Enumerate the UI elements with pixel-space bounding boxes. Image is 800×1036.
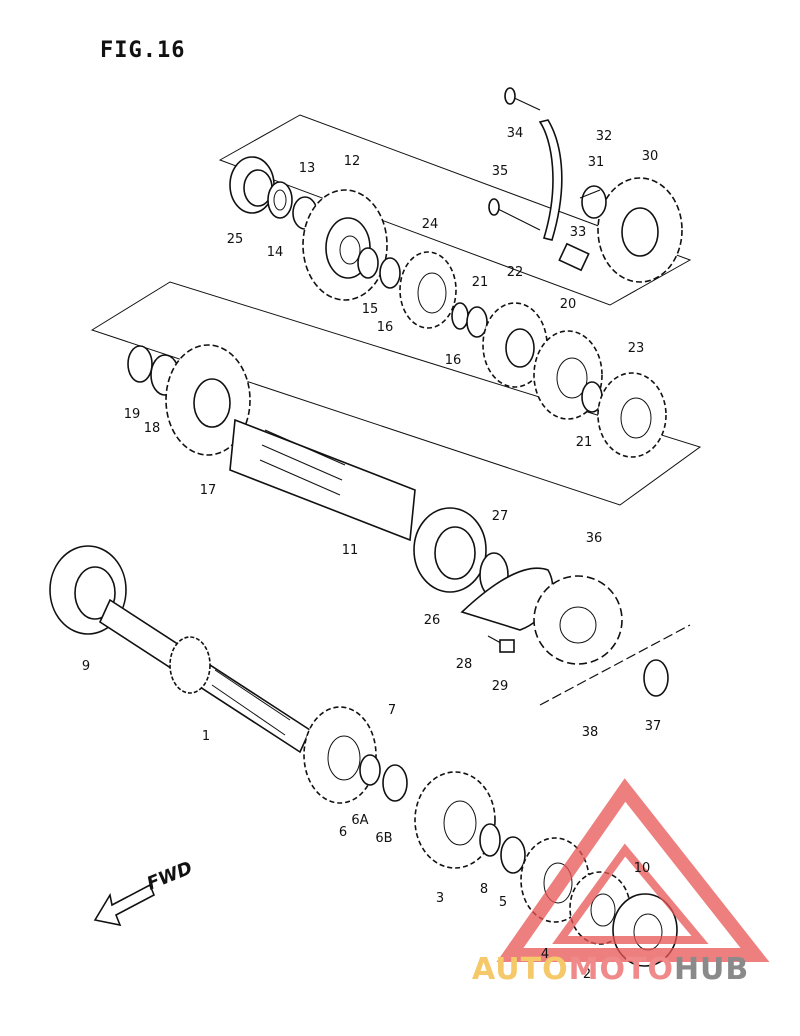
callout-6B: 6B <box>375 831 392 846</box>
callout-23: 23 <box>628 341 645 356</box>
part-7-circlip[interactable] <box>382 764 408 802</box>
part-19-circlip[interactable] <box>127 345 153 383</box>
part-37-circlip[interactable] <box>643 659 669 697</box>
callout-31: 31 <box>588 155 605 170</box>
callout-14: 14 <box>267 245 284 260</box>
part-12-gear[interactable] <box>302 189 388 301</box>
part-16b-circlip[interactable] <box>451 302 469 330</box>
callout-12: 12 <box>344 154 361 169</box>
callout-9: 9 <box>82 659 90 674</box>
fwd-arrow-icon <box>93 883 156 927</box>
callout-36: 36 <box>586 531 603 546</box>
part-33-bushing[interactable] <box>558 242 590 272</box>
callout-33: 33 <box>570 225 587 240</box>
callout-26: 26 <box>424 613 441 628</box>
callout-20: 20 <box>560 297 577 312</box>
fwd-label: FWD <box>144 858 196 895</box>
part-21-washer[interactable] <box>466 306 488 338</box>
watermark-moto: MOTO <box>568 952 674 987</box>
part-8-circlip[interactable] <box>479 823 501 857</box>
callout-29: 29 <box>492 679 509 694</box>
callout-5: 5 <box>499 895 507 910</box>
callout-11: 11 <box>342 543 359 558</box>
callout-15: 15 <box>362 302 379 317</box>
callout-37: 37 <box>645 719 662 734</box>
callout-38: 38 <box>582 725 599 740</box>
part-14-washer[interactable] <box>267 181 293 219</box>
callout-21: 21 <box>472 275 489 290</box>
callout-34: 34 <box>507 126 524 141</box>
callout-19: 19 <box>124 407 141 422</box>
callout-22: 22 <box>507 265 524 280</box>
watermark-hub: HUB <box>673 952 750 987</box>
upper-group-outline <box>218 114 692 306</box>
part-11-countershaft[interactable] <box>229 418 416 542</box>
part-38-chain[interactable] <box>539 624 691 706</box>
part-23-gear[interactable] <box>597 372 667 458</box>
callout-30: 30 <box>642 149 659 164</box>
figure-title: FIG.16 <box>100 38 186 63</box>
part-6A-bushing[interactable] <box>359 754 381 786</box>
part-3-gear[interactable] <box>414 771 496 869</box>
callout-7: 7 <box>388 703 396 718</box>
part-34-bolt[interactable] <box>504 87 541 111</box>
callout-6: 6 <box>339 825 347 840</box>
part-32-arm[interactable] <box>538 119 563 241</box>
callout-10: 10 <box>634 861 651 876</box>
part-17-gear[interactable] <box>165 344 251 456</box>
callout-16: 16 <box>445 353 462 368</box>
part-26-bearing[interactable] <box>413 507 487 593</box>
callout-21: 21 <box>576 435 593 450</box>
callout-28: 28 <box>456 657 473 672</box>
part-1-driveshaft[interactable] <box>98 598 312 754</box>
callout-25: 25 <box>227 232 244 247</box>
callout-4: 4 <box>541 947 549 962</box>
part-5-washer[interactable] <box>500 836 526 874</box>
watermark-auto: AUTO <box>472 952 569 987</box>
callout-24: 24 <box>422 217 439 232</box>
part-15-washer[interactable] <box>357 247 379 279</box>
callout-6A: 6A <box>351 813 368 828</box>
watermark-logo <box>496 778 770 962</box>
part-31-bushing[interactable] <box>579 185 607 219</box>
callout-27: 27 <box>492 509 509 524</box>
callout-35: 35 <box>492 164 509 179</box>
part-6-gear[interactable] <box>303 706 377 804</box>
callout-13: 13 <box>299 161 316 176</box>
part-29-bolt[interactable] <box>487 635 515 653</box>
callout-16: 16 <box>377 320 394 335</box>
callout-1: 1 <box>202 729 210 744</box>
part-16-circlip[interactable] <box>379 257 401 289</box>
callout-2: 2 <box>583 967 591 982</box>
callout-3: 3 <box>436 891 444 906</box>
part-36-sprocket[interactable] <box>533 575 623 665</box>
callout-8: 8 <box>480 882 488 897</box>
part-24-gear[interactable] <box>399 251 457 329</box>
callout-18: 18 <box>144 421 161 436</box>
part-25-bearing[interactable] <box>229 156 275 214</box>
part-35-bolt[interactable] <box>488 198 541 231</box>
middle-group-outline <box>90 281 702 506</box>
callout-17: 17 <box>200 483 217 498</box>
watermark-text: AUTOMOTOHUB <box>472 952 749 987</box>
callout-32: 32 <box>596 129 613 144</box>
part-30-gear[interactable] <box>597 177 683 283</box>
